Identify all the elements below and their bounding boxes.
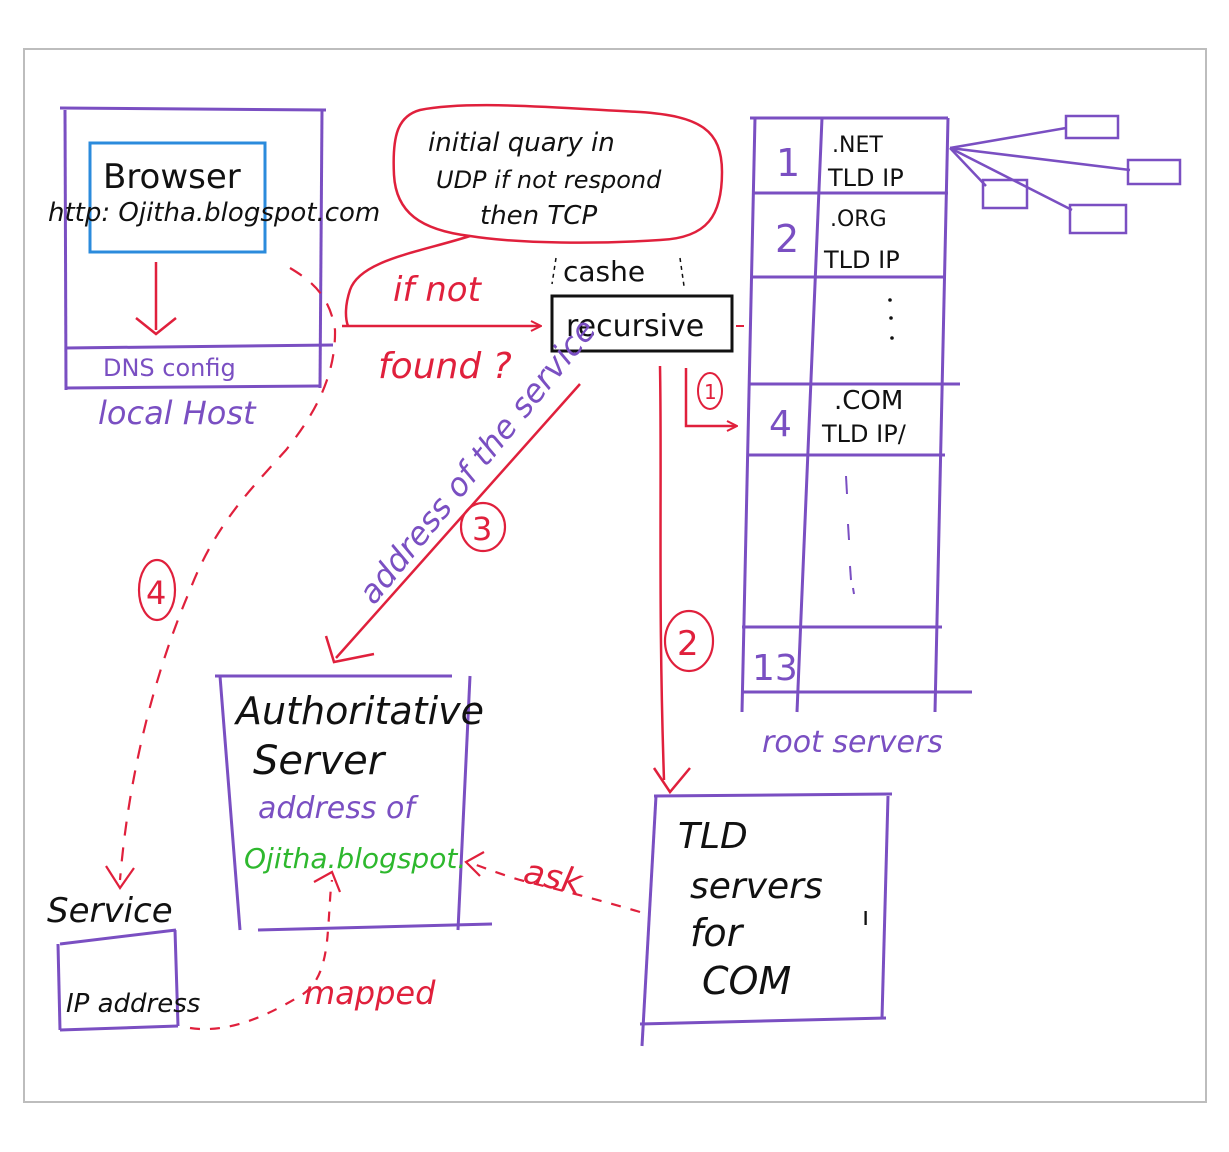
local-host-label: local Host (98, 394, 257, 432)
authoritative-subtitle: Server (253, 738, 387, 784)
ask-label: ask (520, 852, 587, 904)
service-label: Service (47, 891, 173, 931)
tld-line-2: servers (690, 866, 823, 907)
root-ellipsis-bottom (845, 475, 855, 595)
step3-label: 3 (472, 510, 492, 548)
step1-arrow (684, 368, 736, 426)
root-row-4-ip: TLD IP/ (821, 420, 907, 448)
tld-tick: ı (862, 902, 869, 932)
tld-servers-box (639, 792, 893, 1047)
ask-arrow-head (464, 851, 485, 877)
step2-line (658, 365, 666, 781)
mapped-arrow-head (313, 870, 342, 893)
found-label: found ? (378, 346, 512, 387)
mapped-label: mapped (304, 974, 436, 1012)
callout-line-1: initial quary in (428, 128, 615, 158)
root-row-1-tld: .NET (832, 133, 883, 158)
authoritative-server-box (215, 674, 493, 932)
step4-badge (137, 558, 177, 622)
step4-label: 4 (146, 574, 166, 612)
tld-line-1: TLD (678, 816, 748, 857)
step1-badge (697, 372, 723, 410)
root-row-4-num: 4 (769, 404, 792, 445)
callout-line-3: then TCP (480, 201, 597, 231)
outer-frame (23, 48, 1207, 1103)
dns-config-label: DNS config (103, 354, 236, 382)
step4-arrow-head (105, 865, 135, 890)
root-row-2-num: 2 (775, 217, 799, 261)
cache-label: cashe (563, 255, 645, 288)
root-row-2-ip: TLD IP (823, 246, 900, 274)
root-server-fanout (949, 114, 1182, 235)
root-row-4-tld: .COM (834, 386, 903, 416)
service-box (56, 928, 180, 1032)
recursive-box (550, 294, 734, 353)
authoritative-domain: Ojitha.blogspot. (244, 842, 466, 875)
step3-line (335, 383, 581, 659)
browser-arrow-head (135, 317, 177, 336)
root-row-2-tld: .ORG (830, 207, 887, 232)
step1-label: 1 (704, 380, 717, 404)
browser-box (88, 141, 267, 254)
callout-tail (344, 234, 471, 327)
authoritative-title: Authoritative (233, 689, 484, 733)
step2-arrow-head (652, 767, 691, 795)
service-ip-label: IP address (66, 989, 200, 1019)
step3-badge (459, 501, 507, 553)
recursive-label: recursive (566, 309, 704, 344)
callout-bubble (392, 103, 724, 244)
root-servers-table (740, 116, 972, 713)
authoritative-address-label: address of (258, 791, 419, 826)
local-host-box (59, 106, 334, 391)
callout-line-2: UDP if not respond (436, 166, 662, 194)
step3-arrow-head (324, 635, 375, 664)
tld-line-3: for (690, 911, 745, 955)
root-servers-label: root servers (762, 725, 943, 760)
tld-line-4: COM (702, 959, 791, 1003)
step2-label: 2 (677, 624, 699, 664)
browser-label: Browser (103, 157, 241, 197)
root-ellipsis-top (888, 298, 894, 340)
if-not-label: if not (393, 270, 483, 310)
root-row-13-num: 13 (752, 648, 798, 689)
root-row-1-num: 1 (776, 141, 800, 185)
browser-url: http: Ojitha.blogspot.com (48, 198, 380, 228)
step2-badge (663, 609, 715, 673)
root-row-1-ip: TLD IP (827, 164, 904, 192)
